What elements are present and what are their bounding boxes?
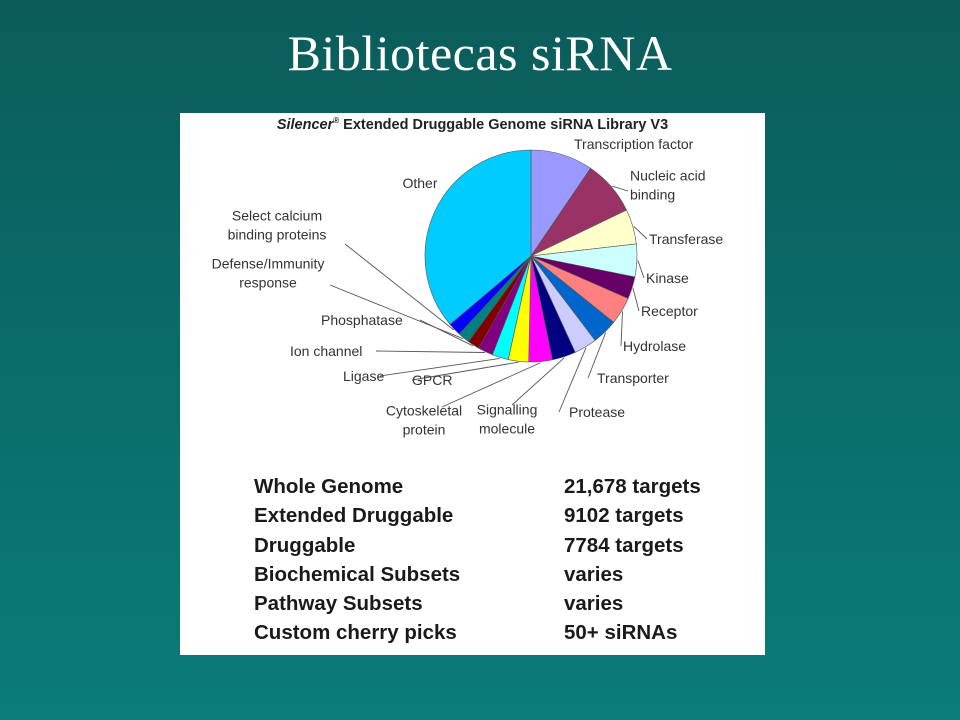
- slice-label-line: binding proteins: [228, 227, 327, 243]
- figure-panel: Silencer® Extended Druggable Genome siRN…: [180, 113, 765, 655]
- slice-label: Cytoskeletal protein: [386, 403, 462, 438]
- slice-label-line: Cytoskeletal: [386, 403, 462, 419]
- leader-line: [419, 319, 474, 347]
- table-row: Extended Druggable 9102 targets: [254, 501, 701, 530]
- slice-label-line: Nucleic acid: [630, 168, 705, 184]
- leader-line: [558, 347, 587, 413]
- table-row: Biochemical Subsets varies: [254, 560, 701, 589]
- table-row: Pathway Subsets varies: [254, 589, 701, 618]
- slice-label-line: Kinase: [646, 270, 689, 286]
- slice-label-line: Receptor: [641, 303, 698, 319]
- chart-title-rest: Extended Druggable Genome siRNA Library …: [339, 116, 669, 133]
- stat-value: varies: [564, 592, 624, 616]
- slice-label-line: Phosphatase: [321, 312, 403, 328]
- slice-label-line: Transcription factor: [574, 136, 694, 152]
- stat-label: Custom cherry picks: [254, 621, 457, 645]
- slice-label: Nucleic acid binding: [630, 168, 705, 203]
- slice-label: Select calcium binding proteins: [228, 208, 327, 243]
- slice-label: Transcription factor: [574, 136, 694, 152]
- slide-title: Bibliotecas siRNA: [287, 25, 673, 81]
- leader-line: [379, 357, 500, 377]
- slice-label: Kinase: [646, 270, 689, 286]
- slice-label-line: GPCR: [412, 372, 452, 388]
- slice-label-line: Select calcium: [232, 208, 322, 224]
- stat-label: Extended Druggable: [254, 504, 454, 528]
- slice-label: GPCR: [412, 372, 452, 388]
- pie-slice: [424, 149, 532, 325]
- stat-label: Biochemical Subsets: [254, 562, 461, 586]
- slice-label: Protease: [569, 404, 625, 420]
- slice-label: Hydrolase: [623, 338, 686, 354]
- leader-line: [633, 225, 648, 240]
- table-row: Custom cherry picks 50+ siRNAs: [254, 618, 701, 647]
- chart-title-mark: ®: [333, 116, 340, 125]
- chart-title-brand: Silencer: [276, 116, 334, 133]
- slice-label: Receptor: [641, 303, 698, 319]
- slice-label-line: response: [239, 275, 297, 291]
- slice-label-line: Other: [402, 175, 437, 191]
- slice-label-line: Protease: [569, 404, 625, 420]
- leader-line: [511, 357, 565, 406]
- stat-label: Pathway Subsets: [254, 592, 423, 616]
- leader-line: [611, 185, 629, 192]
- slice-label-line: Ligase: [343, 368, 384, 384]
- table-row: Druggable 7784 targets: [254, 531, 701, 560]
- slice-label-line: molecule: [479, 421, 535, 437]
- slice-label-line: Signalling: [477, 402, 538, 418]
- stat-label: Druggable: [254, 533, 356, 557]
- stat-value: 7784 targets: [564, 533, 684, 557]
- chart-title: Silencer® Extended Druggable Genome siRN…: [180, 116, 765, 133]
- stat-value: 21,678 targets: [564, 475, 701, 498]
- leader-line: [375, 350, 485, 353]
- leader-line: [441, 362, 541, 408]
- slice-label: Ion channel: [290, 343, 362, 359]
- slice-label: Signalling molecule: [477, 402, 538, 437]
- stat-value: varies: [564, 562, 624, 586]
- slice-label: Defense/Immunity response: [212, 256, 325, 291]
- slice-label: Transferase: [649, 231, 723, 247]
- stat-value: 50+ siRNAs: [564, 621, 678, 645]
- slice-label-line: Hydrolase: [623, 338, 686, 354]
- slice-label: Transporter: [597, 370, 669, 386]
- stat-label: Whole Genome: [254, 475, 404, 498]
- table-row: Whole Genome 21,678 targets: [254, 472, 701, 501]
- stat-value: 9102 targets: [564, 504, 684, 528]
- slice-label: Other: [402, 175, 437, 191]
- leader-line: [587, 332, 607, 379]
- slice-label-line: protein: [403, 422, 446, 438]
- slice-label: Phosphatase: [321, 312, 403, 328]
- slice-label-line: Defense/Immunity: [212, 256, 325, 272]
- slice-label-line: Transporter: [597, 370, 669, 386]
- slice-label-line: Ion channel: [290, 343, 362, 359]
- slice-label: Ligase: [343, 368, 384, 384]
- leader-line: [620, 311, 623, 347]
- leader-line: [637, 260, 645, 279]
- slice-label-line: binding: [630, 187, 675, 203]
- stats-table: Whole Genome 21,678 targets Extended Drug…: [254, 472, 701, 648]
- leader-line: [329, 284, 464, 340]
- leader-line: [632, 288, 640, 312]
- leader-line: [344, 243, 455, 331]
- leader-line: [411, 361, 519, 381]
- slice-label-line: Transferase: [649, 231, 723, 247]
